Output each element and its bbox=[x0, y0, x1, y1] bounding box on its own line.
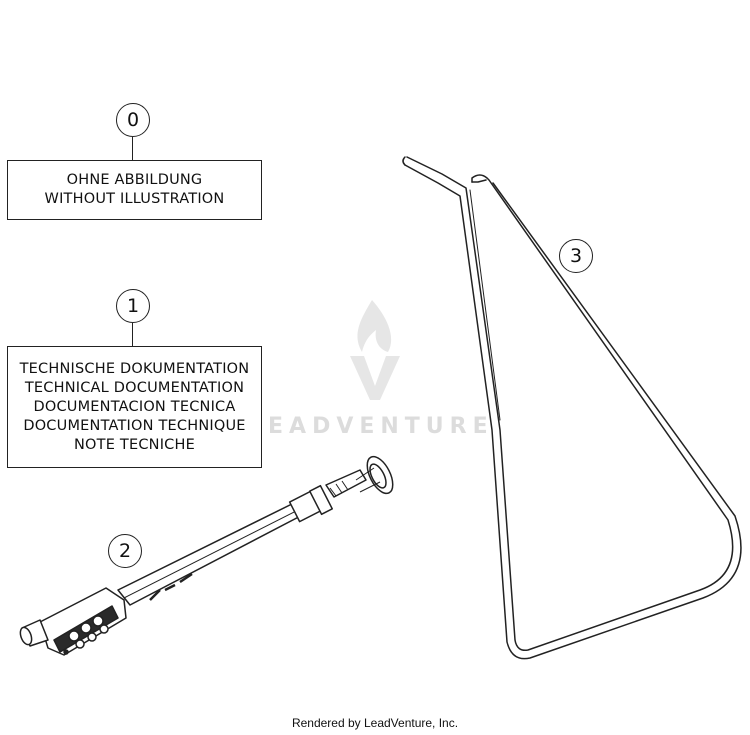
box-technical-documentation: TECHNISCHE DOKUMENTATION TECHNICAL DOCUM… bbox=[7, 346, 262, 468]
box1-line2: TECHNICAL DOCUMENTATION bbox=[24, 379, 245, 396]
box0-line1: OHNE ABBILDUNG bbox=[66, 172, 203, 188]
callout-2: 2 bbox=[108, 534, 142, 568]
leader-line-1 bbox=[132, 323, 133, 347]
box1-line4: DOCUMENTATION TECHNIQUE bbox=[23, 417, 246, 434]
box1-line5: NOTE TECNICHE bbox=[74, 436, 195, 453]
leader-line-0 bbox=[132, 137, 133, 161]
callout-1: 1 bbox=[116, 289, 150, 323]
box0-line2: WITHOUT ILLUSTRATION bbox=[44, 191, 225, 207]
box-without-illustration: OHNE ABBILDUNG WITHOUT ILLUSTRATION bbox=[7, 160, 262, 220]
box1-line3: DOCUMENTACION TECNICA bbox=[33, 398, 236, 415]
pressure-tool-illustration bbox=[19, 455, 394, 656]
watermark-text: LEADVENTURE bbox=[248, 414, 494, 439]
callout-3: 3 bbox=[559, 239, 593, 273]
side-stand-illustration bbox=[402, 156, 742, 660]
box1-line1: TECHNISCHE DOKUMENTATION bbox=[19, 360, 250, 377]
footer-credit: Rendered by LeadVenture, Inc. bbox=[291, 716, 459, 730]
callout-0: 0 bbox=[116, 103, 150, 137]
